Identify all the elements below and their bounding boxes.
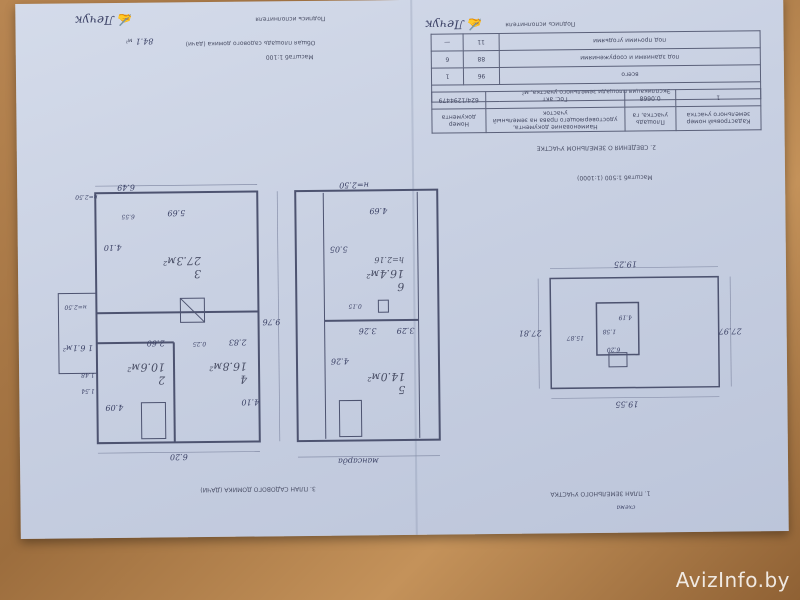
site-dim-2: 27.97 — [718, 326, 742, 336]
dim-f1-3: 2.60 — [146, 338, 165, 348]
table-row: Кадастровый номер земельного участка Пло… — [431, 105, 762, 134]
dim-f1-8: 4.10 — [241, 397, 260, 407]
dim-f1-4: 2.83 — [228, 337, 247, 347]
right-header-signature-label: Подпись исполнителя — [505, 20, 576, 28]
site-scale: Масштаб 1:500 (1:1000) — [577, 173, 653, 182]
site-boundary — [549, 275, 721, 390]
dim-f1-0: 6.49 — [117, 182, 136, 192]
site-dim-6: 1.58 — [602, 327, 617, 335]
land-section-title: 2. СВЕДЕНИЯ О ЗЕМЕЛЬНОМ УЧАСТКЕ — [536, 143, 657, 152]
dim-f1-9: 1.54 — [81, 387, 95, 395]
dim-f1-12: 6.55 — [121, 212, 135, 220]
document-sheet: Подпись исполнителя ✍ Лечук Масштаб 1:10… — [15, 0, 789, 540]
dim-f2-1: 4.69 — [369, 206, 388, 216]
dim-f1-14: н=2.50 — [75, 193, 98, 201]
site-dim-1: 19.55 — [615, 399, 639, 409]
dim-f2-6: 0.15 — [348, 302, 362, 310]
dim-f2-5: 4.26 — [330, 356, 349, 366]
dim-f1-13: н=2.50 — [64, 303, 87, 311]
watermark: AvizInfo.by — [675, 568, 790, 592]
site-building — [595, 301, 640, 356]
dim-f1-7: 9.76 — [262, 317, 281, 327]
site-north-label: схема — [616, 503, 636, 511]
dim-f1-1: 5.69 — [167, 208, 186, 218]
dim-f2-3: 3.26 — [358, 326, 377, 336]
site-dim-5: 4.19 — [618, 313, 632, 321]
floor2-outline — [294, 188, 441, 443]
dim-f2-7: мансарда — [337, 456, 379, 466]
site-dim-3: 27.81 — [518, 328, 542, 338]
dim-f1-5: 4.09 — [105, 402, 124, 413]
table-row: 1 0.0668 Гос. акт 624/1294479 — [431, 88, 761, 110]
dim-f1-6: 6.20 — [169, 452, 188, 462]
room-1-label: 1 6.1м² — [62, 343, 94, 353]
right-signature: ✍ Лечук — [425, 17, 483, 32]
site-dim-4: 15.87 — [566, 334, 584, 342]
land-info-table: Кадастровый номер земельного участка Пло… — [431, 88, 762, 134]
site-dim-0: 19.25 — [613, 259, 637, 269]
dim-f1-10: 1.48 — [81, 371, 95, 379]
dim-f1-11: 0.25 — [192, 340, 207, 348]
dim-f1-2: 4.10 — [103, 242, 122, 253]
site-footer-title: 1. ПЛАН ЗЕМЕЛЬНОГО УЧАСТКА — [550, 489, 651, 498]
dim-f2-2: 5.05 — [329, 244, 348, 254]
site-dim-7: 6.20 — [606, 345, 621, 353]
dim-f2-4: 3.29 — [396, 325, 415, 336]
dim-f2-0: н=2.50 — [339, 180, 369, 190]
floor-plans — [57, 184, 732, 458]
